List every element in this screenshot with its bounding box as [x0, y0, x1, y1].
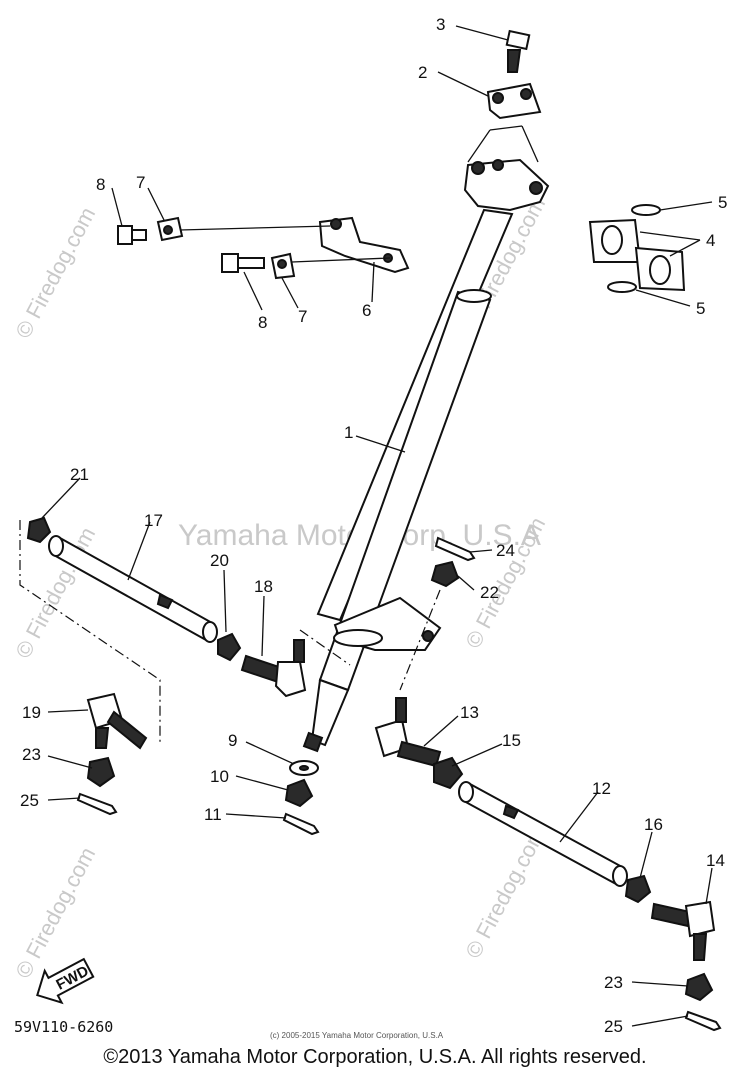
callout-20: 20: [210, 551, 229, 570]
nut-22: [430, 560, 460, 588]
callout-16: 16: [644, 815, 663, 834]
watermark-firedog: © Firedog.com: [10, 843, 100, 982]
tie-rod-left: [48, 535, 218, 643]
callout-23: 23: [604, 973, 623, 992]
dash-lines-left: [19, 520, 351, 745]
callout-10: 10: [210, 767, 229, 786]
rod-end-left-outer: [86, 692, 148, 750]
callout-15: 15: [502, 731, 521, 750]
leader-lines: [41, 25, 713, 1027]
callout-24: 24: [496, 541, 515, 560]
nut-16: [624, 874, 652, 904]
cotter-pin-right: [684, 1010, 722, 1032]
lock-washer-upper: [156, 216, 184, 242]
small-copyright: (c) 2005-2015 Yamaha Motor Corporation, …: [270, 1031, 444, 1040]
tie-rod-nut-left-upper: [26, 516, 52, 544]
castle-nut-left: [86, 756, 116, 788]
lock-washer-lower: [270, 252, 296, 280]
watermark-firedog: © Firedog.com: [10, 203, 100, 342]
callout-numbers: 3 2 5 4 5 8 7 8 7 6 1 21 17 20 18 24 22 …: [20, 15, 727, 1036]
callout-25: 25: [20, 791, 39, 810]
callout-4: 4: [706, 231, 715, 250]
castle-nut-10: [284, 778, 314, 808]
steering-bushings: [588, 204, 686, 293]
callout-17: 17: [144, 511, 163, 530]
nut-15: [433, 756, 464, 790]
steering-arm: [318, 216, 410, 274]
callout-7: 7: [298, 307, 307, 326]
callout-6: 6: [362, 301, 371, 320]
callout-7: 7: [136, 173, 145, 192]
callout-23: 23: [22, 745, 41, 764]
cotter-pin-24: [434, 536, 476, 562]
bolt-lower: [221, 253, 265, 273]
callout-19: 19: [22, 703, 41, 722]
callout-3: 3: [436, 15, 445, 34]
tie-rod-right: [458, 781, 628, 887]
callout-8: 8: [96, 175, 105, 194]
callout-2: 2: [418, 63, 427, 82]
rod-end-right-outer: [650, 900, 716, 961]
callout-25: 25: [604, 1017, 623, 1036]
holder-bolt: [505, 29, 531, 73]
tie-rod-nut-left-inner: [217, 632, 242, 662]
callout-18: 18: [254, 577, 273, 596]
callout-5: 5: [718, 193, 727, 212]
callout-9: 9: [228, 731, 237, 750]
bolt-upper: [117, 225, 147, 245]
cotter-pin-11: [282, 812, 320, 836]
washer-9: [289, 760, 319, 776]
steering-shaft: [302, 158, 550, 753]
callout-22: 22: [480, 583, 499, 602]
handlebar-holder: [467, 82, 542, 163]
callout-12: 12: [592, 779, 611, 798]
callout-1: 1: [344, 423, 353, 442]
rod-end-left-inner: [240, 639, 307, 698]
callout-21: 21: [70, 465, 89, 484]
callout-14: 14: [706, 851, 725, 870]
cotter-pin-left: [76, 792, 118, 816]
footer-copyright: ©2013 Yamaha Motor Corporation, U.S.A. A…: [103, 1046, 647, 1068]
watermark-firedog: © Firedog.com: [460, 823, 550, 962]
part-code: 59V110-6260: [14, 1018, 113, 1036]
fwd-arrow-icon: [36, 957, 95, 1005]
callout-11: 11: [204, 805, 222, 824]
callout-8: 8: [258, 313, 267, 332]
callout-5: 5: [696, 299, 705, 318]
callout-13: 13: [460, 703, 479, 722]
castle-nut-right: [684, 972, 714, 1002]
rod-end-right-inner: [374, 697, 442, 768]
